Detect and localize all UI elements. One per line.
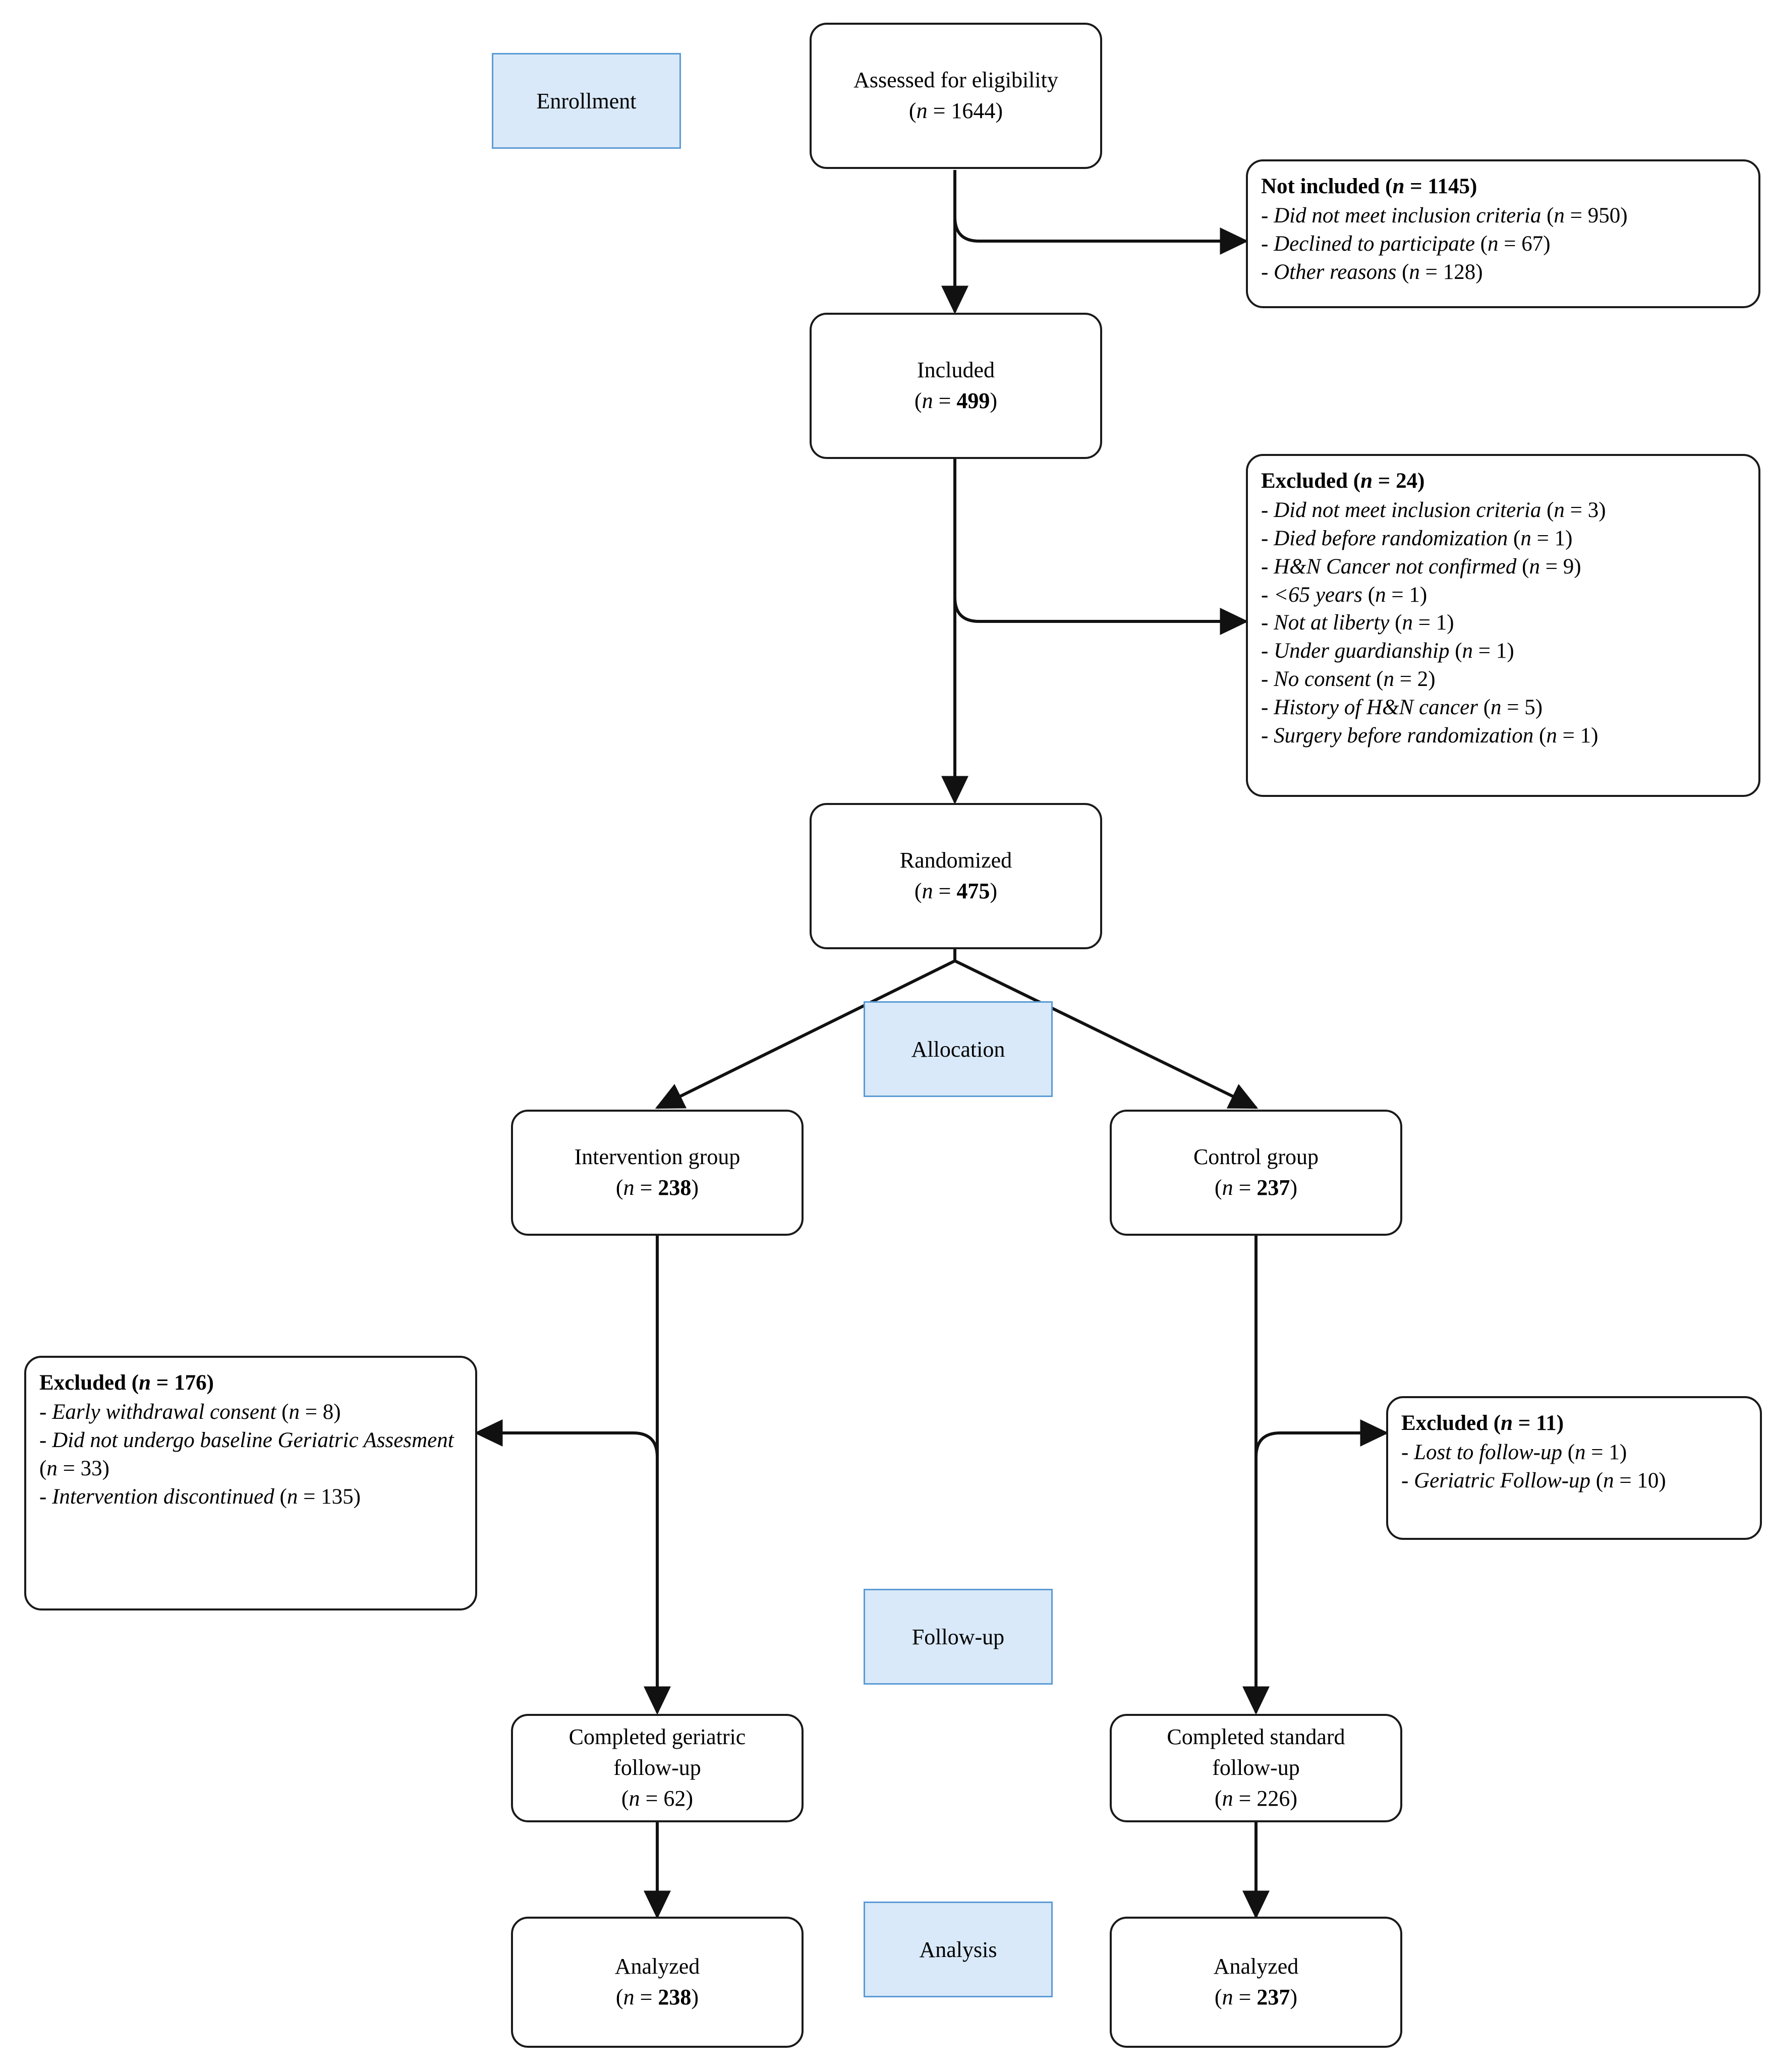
stage-label-allocation-text: Allocation bbox=[911, 1037, 1005, 1062]
exclusion-item: - Declined to participate (n = 67) bbox=[1261, 232, 1551, 256]
excluded-intervention-header: Excluded (n = 176) bbox=[39, 1371, 214, 1395]
exclusion-item: - Not at liberty (n = 1) bbox=[1261, 611, 1454, 635]
node-intervention-group-label: Intervention group bbox=[574, 1144, 740, 1170]
node-completed-standard-line2: follow-up bbox=[1212, 1755, 1300, 1780]
excluded-control-header: Excluded (n = 11) bbox=[1401, 1411, 1564, 1435]
node-analyzed-control: Analyzed (n = 237) bbox=[1110, 1917, 1402, 2048]
node-analyzed-control-count: (n = 237) bbox=[1214, 1985, 1298, 2009]
exclusion-item: - Other reasons (n = 128) bbox=[1261, 260, 1483, 284]
node-randomized-label: Randomized bbox=[899, 848, 1012, 873]
exclusion-item: - Did not meet inclusion criteria (n = 3… bbox=[1261, 498, 1606, 522]
exclusion-box-excluded-control: Excluded (n = 11) - Lost to follow-up (n… bbox=[1386, 1396, 1762, 1540]
exclusion-item: - No consent (n = 2) bbox=[1261, 667, 1436, 692]
exclusion-box-excluded-intervention: Excluded (n = 176) - Early withdrawal co… bbox=[24, 1356, 477, 1610]
not-included-header: Not included (n = 1145) bbox=[1261, 175, 1477, 198]
node-control-group-count: (n = 237) bbox=[1214, 1175, 1298, 1200]
stage-label-enrollment-text: Enrollment bbox=[536, 88, 637, 113]
exclusion-item: - Lost to follow-up (n = 1) bbox=[1401, 1440, 1627, 1464]
node-control-group-label: Control group bbox=[1193, 1144, 1319, 1170]
node-completed-geriatric-line2: follow-up bbox=[613, 1755, 701, 1780]
node-completed-geriatric-count: (n = 62) bbox=[621, 1786, 694, 1811]
stage-label-allocation: Allocation bbox=[864, 1001, 1053, 1097]
node-completed-geriatric-followup: Completed geriatric follow-up (n = 62) bbox=[511, 1714, 804, 1822]
exclusion-item: - Surgery before randomization (n = 1) bbox=[1261, 724, 1598, 748]
node-included-label: Included bbox=[917, 358, 995, 383]
node-analyzed-control-label: Analyzed bbox=[1213, 1954, 1299, 1979]
exclusion-item: - History of H&N cancer (n = 5) bbox=[1261, 696, 1543, 720]
node-completed-standard-line1: Completed standard bbox=[1167, 1724, 1345, 1750]
node-intervention-group-count: (n = 238) bbox=[615, 1175, 699, 1200]
exclusion-item: - Did not undergo baseline Geriatric Ass… bbox=[39, 1428, 454, 1480]
exclusion-box-not-included: Not included (n = 1145) - Did not meet i… bbox=[1246, 159, 1760, 308]
exclusion-box-excluded-prerandomization: Excluded (n = 24) - Did not meet inclusi… bbox=[1246, 454, 1760, 797]
exclusion-item: - Early withdrawal consent (n = 8) bbox=[39, 1400, 341, 1424]
node-analyzed-intervention-count: (n = 238) bbox=[615, 1985, 699, 2009]
node-randomized-count: (n = 475) bbox=[914, 879, 998, 903]
node-completed-geriatric-line1: Completed geriatric bbox=[568, 1724, 746, 1750]
exclusion-item: - Died before randomization (n = 1) bbox=[1261, 526, 1573, 550]
node-assessed-for-eligibility: Assessed for eligibility (n = 1644) bbox=[810, 23, 1102, 169]
exclusion-item: - Geriatric Follow-up (n = 10) bbox=[1401, 1468, 1666, 1492]
exclusion-item: - <65 years (n = 1) bbox=[1261, 583, 1428, 607]
stage-label-followup-text: Follow-up bbox=[911, 1624, 1005, 1649]
node-included-count: (n = 499) bbox=[914, 388, 998, 413]
node-randomized: Randomized (n = 475) bbox=[810, 803, 1102, 949]
node-analyzed-intervention-label: Analyzed bbox=[614, 1954, 700, 1979]
exclusion-item: - Intervention discontinued (n = 135) bbox=[39, 1484, 361, 1509]
exclusion-item: - H&N Cancer not confirmed (n = 9) bbox=[1261, 554, 1581, 579]
exclusion-item: - Under guardianship (n = 1) bbox=[1261, 639, 1514, 663]
stage-label-followup: Follow-up bbox=[864, 1589, 1053, 1685]
node-intervention-group: Intervention group (n = 238) bbox=[511, 1110, 804, 1236]
stage-label-analysis-text: Analysis bbox=[919, 1937, 997, 1962]
stage-label-enrollment: Enrollment bbox=[492, 53, 681, 149]
node-completed-standard-followup: Completed standard follow-up (n = 226) bbox=[1110, 1714, 1402, 1822]
excluded-prerandomization-header: Excluded (n = 24) bbox=[1261, 469, 1425, 493]
stage-label-analysis: Analysis bbox=[864, 1902, 1053, 1997]
node-assessed-count: (n = 1644) bbox=[908, 98, 1003, 123]
node-completed-standard-count: (n = 226) bbox=[1214, 1786, 1298, 1811]
node-assessed-label: Assessed for eligibility bbox=[853, 68, 1058, 93]
node-included: Included (n = 499) bbox=[810, 313, 1102, 459]
node-control-group: Control group (n = 237) bbox=[1110, 1110, 1402, 1236]
exclusion-item: - Did not meet inclusion criteria (n = 9… bbox=[1261, 203, 1628, 227]
node-analyzed-intervention: Analyzed (n = 238) bbox=[511, 1917, 804, 2048]
